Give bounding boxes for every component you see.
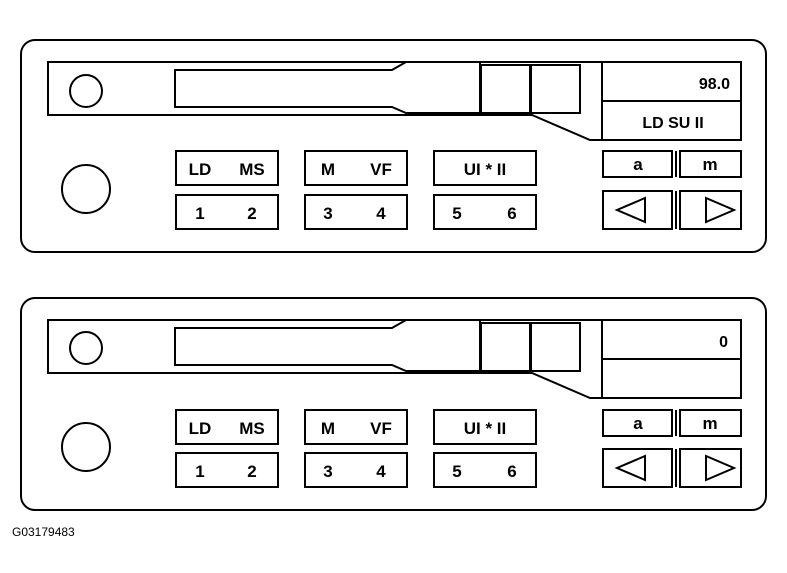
figure-code: G03179483 xyxy=(12,525,75,539)
preset-label: 6 xyxy=(507,462,516,481)
preset-button-ld-ms[interactable] xyxy=(175,150,279,186)
display-station: LD SU II xyxy=(642,115,703,132)
preset-label: LD xyxy=(189,419,212,438)
faceplate-strip xyxy=(47,61,603,141)
radio-panel-2: 0 LD MS M VF UI * II 1 2 3 4 5 6 a m xyxy=(20,297,767,511)
display-frequency: 0 xyxy=(719,334,728,351)
preset-label: 3 xyxy=(323,204,332,223)
fm-band-button[interactable] xyxy=(679,150,742,178)
seek-up-button[interactable] xyxy=(679,190,742,230)
preset-button-3-4[interactable] xyxy=(304,194,408,230)
preset-label: 1 xyxy=(195,204,204,223)
preset-button-5-6[interactable] xyxy=(433,452,537,488)
preset-label: 3 xyxy=(323,462,332,481)
display-frequency: 98.0 xyxy=(699,76,730,93)
seek-right-arrow-icon xyxy=(705,196,737,224)
preset-button-1-2[interactable] xyxy=(175,452,279,488)
eject-button-right[interactable] xyxy=(530,64,581,114)
preset-label: MS xyxy=(239,160,265,179)
fm-band-button[interactable] xyxy=(679,409,742,437)
eject-button-right[interactable] xyxy=(530,322,581,372)
preset-button-ui-ii[interactable] xyxy=(433,150,537,186)
preset-label: 4 xyxy=(376,204,386,223)
preset-button-5-6[interactable] xyxy=(433,194,537,230)
am-band-label: a xyxy=(633,155,643,174)
seek-down-button[interactable] xyxy=(602,190,673,230)
seek-down-button[interactable] xyxy=(602,448,673,488)
seek-left-arrow-icon xyxy=(614,196,646,224)
volume-knob[interactable] xyxy=(61,164,111,214)
panel-outline xyxy=(20,39,767,253)
preset-label: 5 xyxy=(452,204,461,223)
preset-label: 5 xyxy=(452,462,461,481)
preset-label: VF xyxy=(370,160,392,179)
small-knob[interactable] xyxy=(69,331,103,365)
fm-band-label: m xyxy=(702,414,717,433)
preset-label: LD xyxy=(189,160,212,179)
faceplate-strip xyxy=(47,319,603,399)
preset-label: M xyxy=(321,160,335,179)
panel-outline xyxy=(20,297,767,511)
preset-button-m-vf[interactable] xyxy=(304,150,408,186)
preset-button-m-vf[interactable] xyxy=(304,409,408,445)
seek-left-arrow-icon xyxy=(614,454,646,482)
am-band-button[interactable] xyxy=(602,150,673,178)
cassette-slot[interactable] xyxy=(174,319,481,372)
fm-band-label: m xyxy=(702,155,717,174)
seek-right-arrow-icon xyxy=(705,454,737,482)
cassette-slot[interactable] xyxy=(174,61,481,114)
preset-label: 1 xyxy=(195,462,204,481)
preset-label: UI * II xyxy=(464,419,507,438)
radio-panel-1: 98.0 LD SU II LD MS M VF UI * II 1 2 3 4… xyxy=(20,39,767,253)
preset-button-3-4[interactable] xyxy=(304,452,408,488)
preset-label: VF xyxy=(370,419,392,438)
preset-label: UI * II xyxy=(464,160,507,179)
seek-up-button[interactable] xyxy=(679,448,742,488)
am-band-button[interactable] xyxy=(602,409,673,437)
eject-button-left[interactable] xyxy=(480,322,531,372)
preset-button-ld-ms[interactable] xyxy=(175,409,279,445)
preset-label: 2 xyxy=(247,204,256,223)
preset-label: 2 xyxy=(247,462,256,481)
preset-button-1-2[interactable] xyxy=(175,194,279,230)
preset-label: M xyxy=(321,419,335,438)
preset-button-ui-ii[interactable] xyxy=(433,409,537,445)
am-band-label: a xyxy=(633,414,643,433)
preset-label: MS xyxy=(239,419,265,438)
volume-knob[interactable] xyxy=(61,422,111,472)
eject-button-left[interactable] xyxy=(480,64,531,114)
preset-label: 4 xyxy=(376,462,386,481)
preset-label: 6 xyxy=(507,204,516,223)
small-knob[interactable] xyxy=(69,74,103,108)
